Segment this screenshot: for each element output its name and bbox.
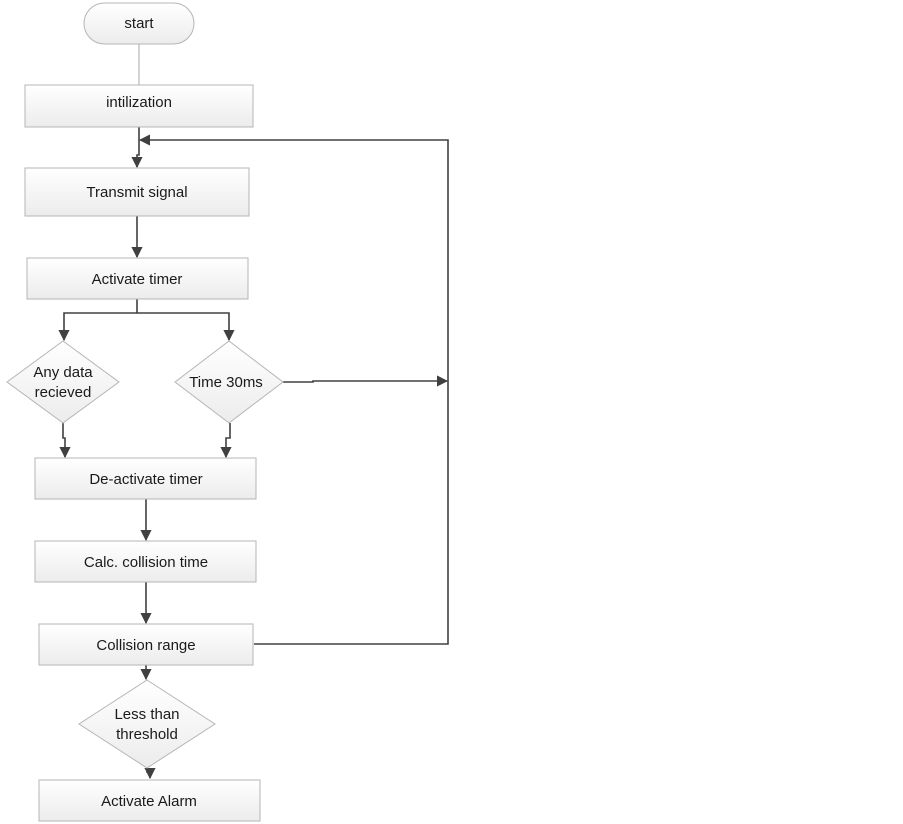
activate-timer-label: Activate timer <box>92 271 183 288</box>
start-node: start <box>83 2 195 45</box>
collision-range-box <box>38 623 254 666</box>
init-label: intilization <box>106 94 172 111</box>
connector-anydata-deactivate <box>59 423 71 459</box>
time-30ms-decision: Time 30ms <box>174 340 284 424</box>
connectors <box>58 44 449 780</box>
threshold-diamond <box>78 679 216 769</box>
calc-collision-box <box>34 540 257 583</box>
threshold-label-line1: Less than <box>114 706 179 723</box>
activate-timer-box <box>26 257 249 300</box>
connector-threshold-alarm <box>144 767 156 780</box>
any-data-label-line2: recieved <box>35 384 92 401</box>
collision-range-label: Collision range <box>96 637 195 654</box>
activate-alarm-node: Activate Alarm <box>38 779 261 822</box>
deactivate-timer-label: De-activate timer <box>89 471 202 488</box>
init-box <box>24 84 254 128</box>
threshold-decision: Less than threshold <box>78 679 216 769</box>
transmit-box <box>24 167 250 217</box>
time-30ms-label: Time 30ms <box>189 374 263 391</box>
calc-collision-node: Calc. collision time <box>34 540 257 583</box>
transmit-node: Transmit signal <box>24 167 250 217</box>
transmit-label: Transmit signal <box>86 184 187 201</box>
activate-alarm-label: Activate Alarm <box>101 793 197 810</box>
any-data-decision: Any data recieved <box>6 340 120 424</box>
connector-time30-loop <box>283 375 449 387</box>
init-node: intilization <box>24 84 254 128</box>
time-30ms-diamond <box>174 340 284 424</box>
any-data-diamond <box>6 340 120 424</box>
calc-collision-label: Calc. collision time <box>84 554 208 571</box>
connector-init-transmit <box>131 127 143 169</box>
threshold-label-line2: threshold <box>116 726 178 743</box>
activate-timer-node: Activate timer <box>26 257 249 300</box>
deactivate-timer-box <box>34 457 257 500</box>
connector-range-loop <box>138 134 449 645</box>
any-data-label-line1: Any data <box>33 364 93 381</box>
collision-range-node: Collision range <box>38 623 254 666</box>
deactivate-timer-node: De-activate timer <box>34 457 257 500</box>
connector-timer-time30 <box>137 312 235 342</box>
start-shape <box>83 2 195 45</box>
start-label: start <box>124 15 154 32</box>
connector-timer-anydata <box>58 299 138 342</box>
activate-alarm-box <box>38 779 261 822</box>
connector-time30-deactivate <box>220 423 232 459</box>
